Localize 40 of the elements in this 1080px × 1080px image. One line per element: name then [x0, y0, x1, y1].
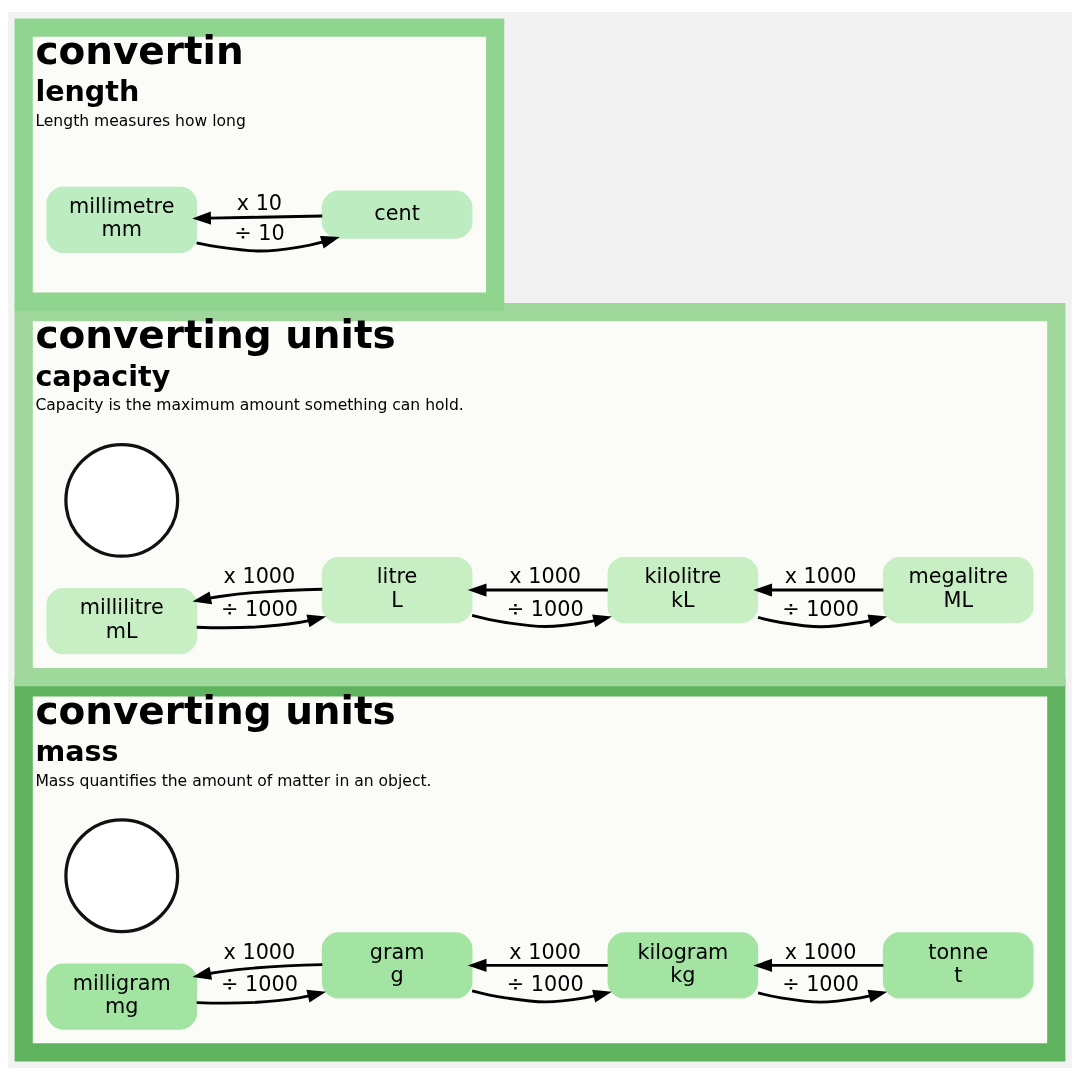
edge-label: x 1000	[509, 564, 582, 589]
arrow	[196, 614, 327, 630]
arrow	[471, 614, 612, 628]
edge-label: ÷ 1000	[506, 596, 584, 621]
edge-label: x 1000	[223, 564, 296, 589]
arrow	[753, 958, 884, 972]
node-box: tonne t	[882, 932, 1034, 999]
node-box: litre L	[321, 556, 473, 624]
arrow	[192, 211, 323, 225]
edge-label: x 1000	[784, 939, 857, 964]
edge-label: x 1000	[509, 939, 582, 964]
node-box: cent	[321, 190, 473, 239]
node-box: megalitre ML	[882, 556, 1034, 624]
edge-label: ÷ 10	[234, 221, 285, 246]
node-box: millilitre mL	[46, 588, 198, 655]
edge-label: ÷ 1000	[221, 972, 298, 997]
node-circle	[64, 818, 180, 934]
arrow	[757, 614, 888, 629]
edge-label: ÷ 1000	[782, 972, 859, 997]
node-box: millimetre mm	[46, 186, 198, 253]
edge-label: x 1000	[784, 564, 857, 589]
arrow	[192, 587, 323, 605]
arrow	[196, 989, 327, 1005]
edge-label: x 10	[236, 191, 283, 216]
edge-label: x 1000	[223, 939, 296, 964]
arrow	[471, 989, 612, 1004]
node-box: kilogram kg	[607, 932, 759, 999]
edge-label: ÷ 1000	[221, 596, 298, 621]
edge-label: ÷ 1000	[506, 972, 584, 997]
node-box: kilolitre kL	[607, 556, 759, 624]
arrow	[192, 963, 323, 980]
edge-label: ÷ 1000	[782, 596, 859, 621]
node-box: gram g	[321, 932, 473, 999]
node-circle	[64, 442, 180, 558]
arrow	[467, 583, 608, 597]
arrow	[196, 235, 340, 253]
node-box: milligram mg	[46, 963, 198, 1030]
arrow	[753, 583, 884, 597]
arrow	[467, 958, 608, 972]
arrow	[757, 989, 888, 1004]
